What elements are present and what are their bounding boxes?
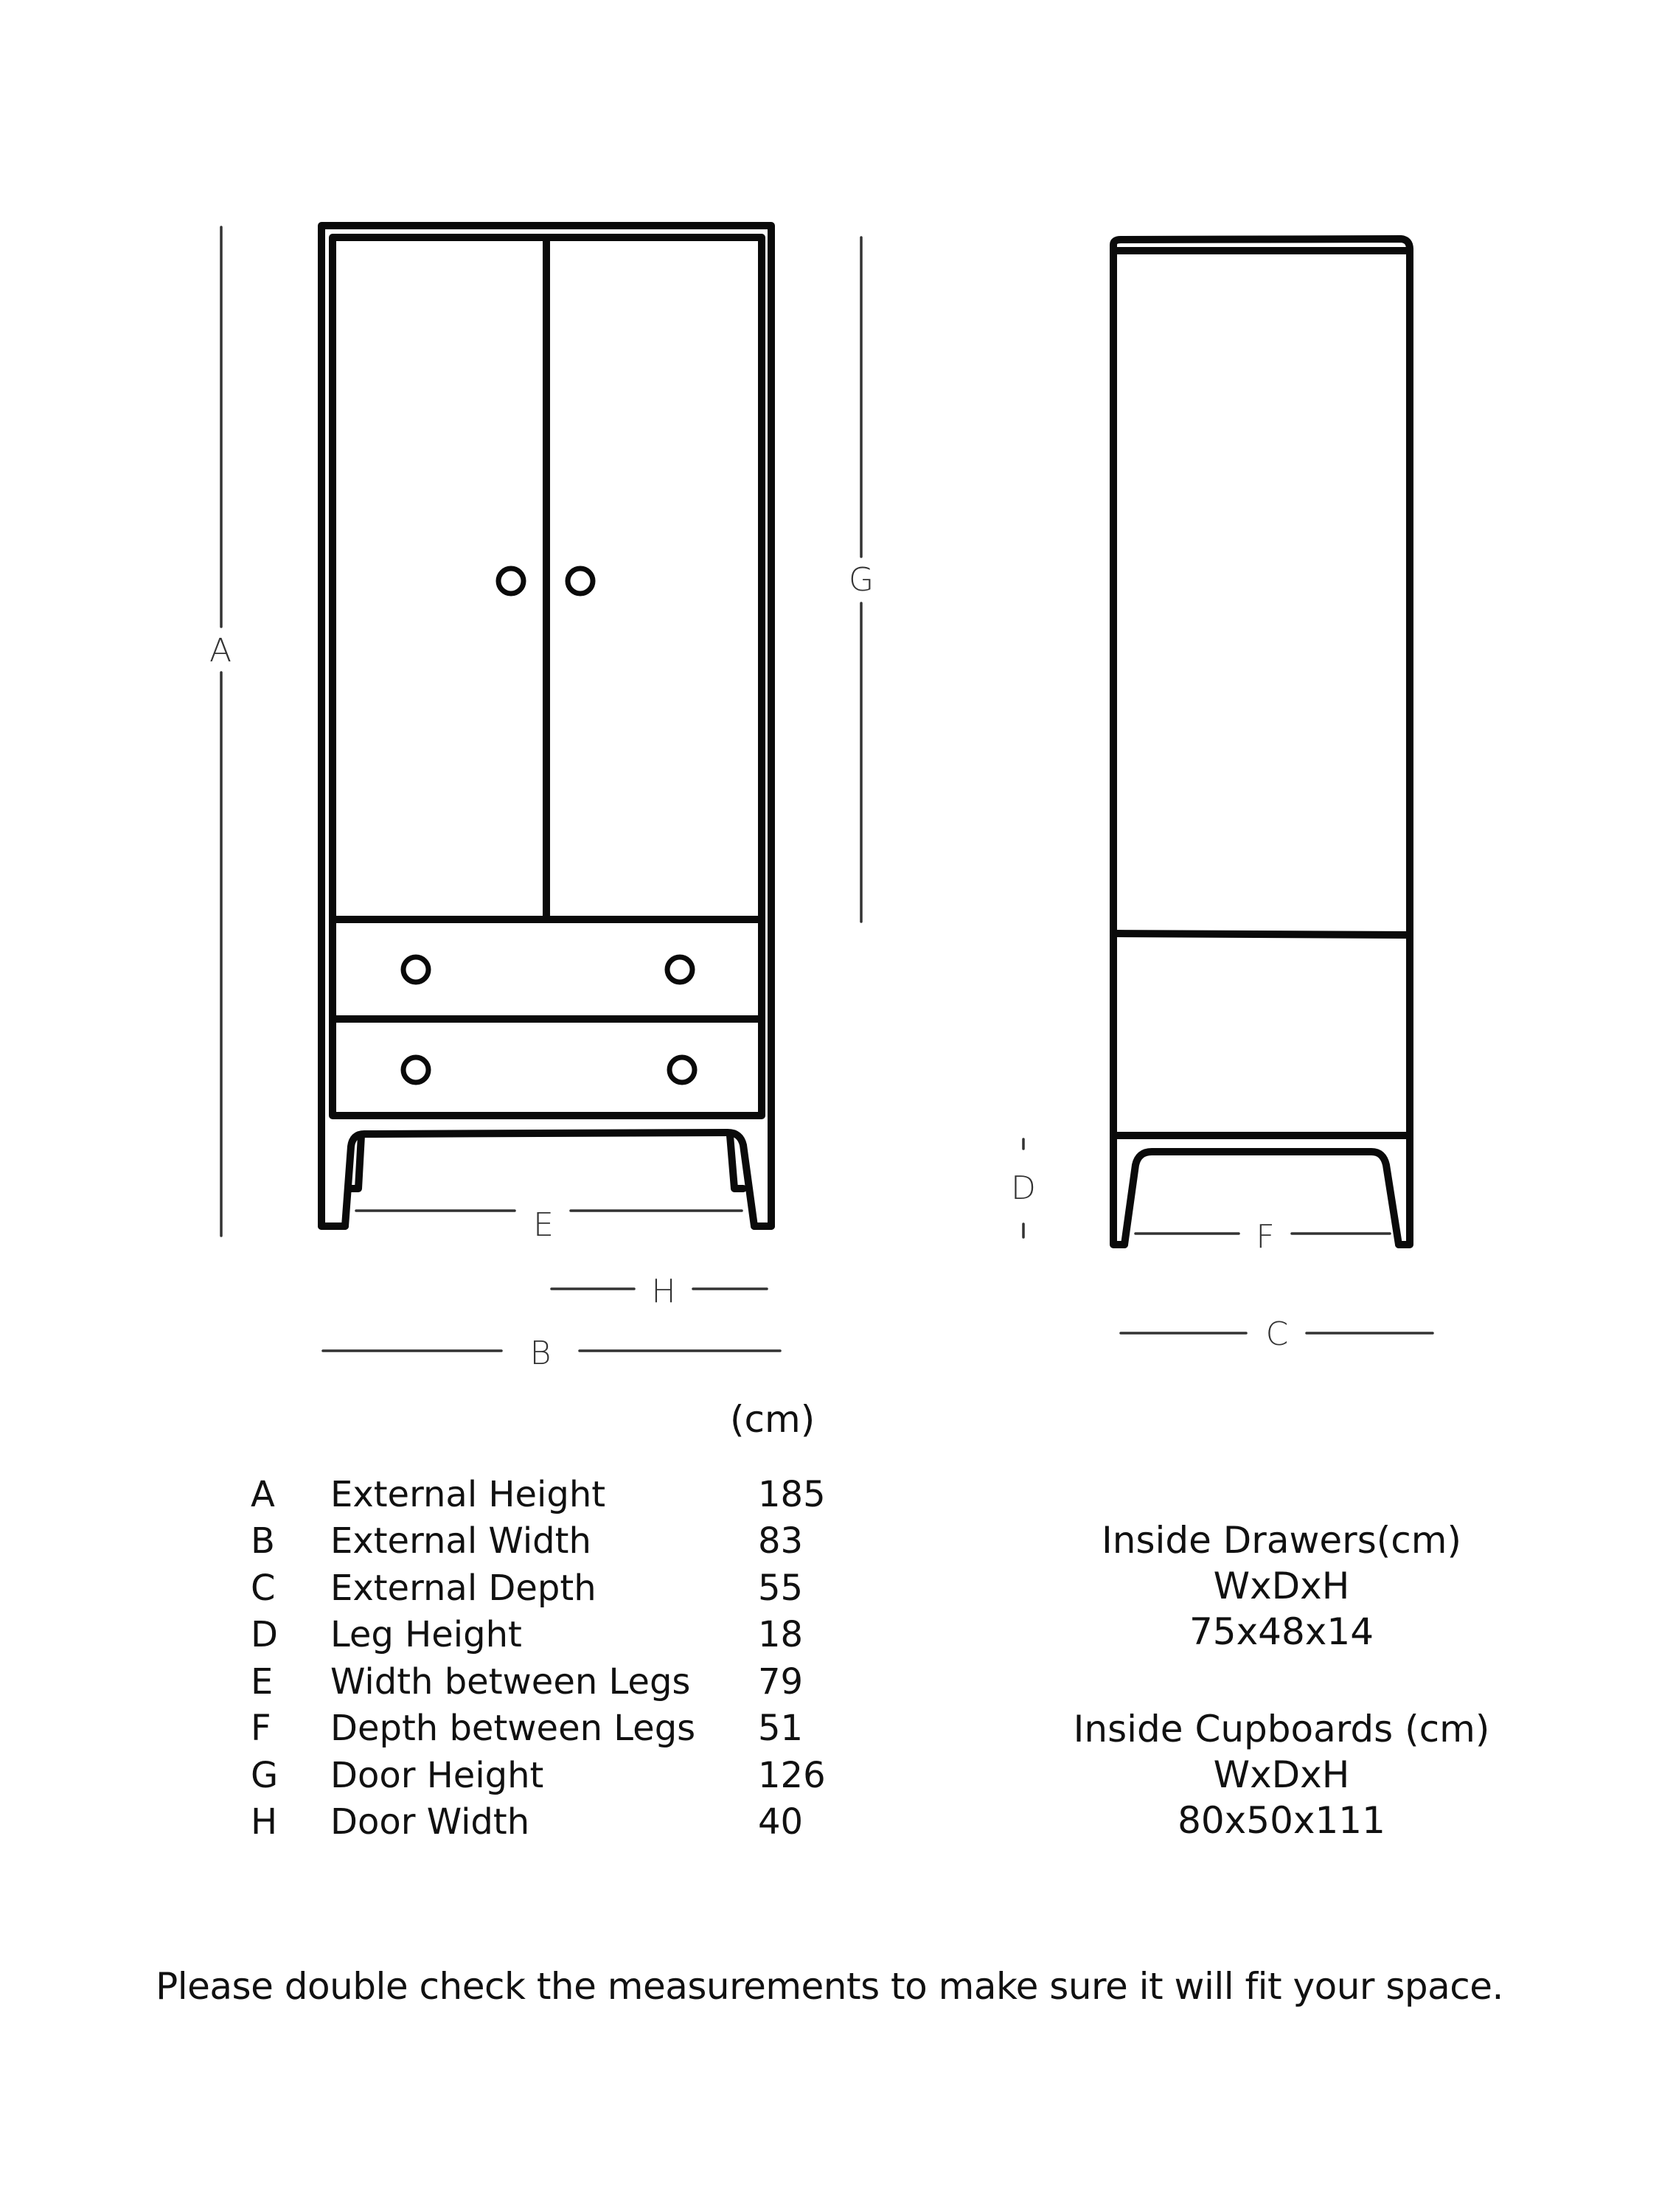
side-leg-rail bbox=[1121, 1148, 1402, 1248]
table-row: A External Height 185 bbox=[243, 1471, 846, 1518]
front-leg-rail bbox=[341, 1129, 758, 1230]
drawer1-knob-left-icon bbox=[400, 954, 431, 985]
table-row: D Leg Height 18 bbox=[243, 1612, 846, 1659]
row-label: Door Height bbox=[330, 1754, 544, 1796]
row-label: Width between Legs bbox=[330, 1660, 691, 1703]
unit-header: (cm) bbox=[730, 1398, 815, 1441]
dim-label-f: F bbox=[1256, 1218, 1275, 1256]
front-view bbox=[318, 222, 775, 1230]
row-value: 79 bbox=[758, 1660, 804, 1703]
inside-cupboards-value: 80x50x111 bbox=[1178, 1799, 1385, 1842]
inside-cupboards-title: Inside Cupboards (cm) bbox=[1073, 1708, 1490, 1750]
drawer2-knob-left-icon bbox=[400, 1054, 431, 1085]
inside-cupboards-format: WxDxH bbox=[1213, 1753, 1350, 1796]
side-drawer-divider bbox=[1110, 930, 1413, 939]
footer-note: Please double check the measurements to … bbox=[156, 1965, 1503, 2008]
front-left-leg-inner bbox=[346, 1132, 365, 1192]
table-row: F Depth between Legs 51 bbox=[243, 1705, 846, 1753]
table-row: B External Width 83 bbox=[243, 1518, 846, 1565]
front-dimension-lines bbox=[220, 226, 863, 1352]
row-letter: H bbox=[251, 1801, 278, 1843]
dim-label-g: G bbox=[848, 561, 874, 599]
row-value: 18 bbox=[758, 1614, 804, 1656]
row-letter: D bbox=[251, 1614, 278, 1656]
row-letter: B bbox=[251, 1520, 275, 1562]
dim-label-h: H bbox=[651, 1273, 676, 1310]
inside-drawers-value: 75x48x14 bbox=[1189, 1610, 1374, 1653]
row-label: External Height bbox=[330, 1473, 606, 1515]
table-row: G Door Height 126 bbox=[243, 1752, 846, 1799]
row-label: External Width bbox=[330, 1520, 591, 1562]
row-letter: E bbox=[251, 1660, 274, 1703]
dim-label-a: A bbox=[209, 632, 232, 669]
table-row: E Width between Legs 79 bbox=[243, 1658, 846, 1705]
row-letter: C bbox=[251, 1567, 276, 1609]
side-view bbox=[1110, 235, 1413, 1248]
row-value: 51 bbox=[758, 1708, 804, 1750]
row-label: Leg Height bbox=[330, 1614, 522, 1656]
inside-cupboards-block: Inside Cupboards (cm) WxDxH 80x50x111 bbox=[1074, 1706, 1490, 1843]
inside-drawers-block: Inside Drawers(cm) WxDxH 75x48x14 bbox=[1102, 1517, 1461, 1655]
row-value: 185 bbox=[758, 1473, 826, 1515]
dim-label-d: D bbox=[1011, 1169, 1036, 1207]
table-row: C External Depth 55 bbox=[243, 1565, 846, 1612]
row-label: Door Width bbox=[330, 1801, 530, 1843]
row-label: Depth between Legs bbox=[330, 1708, 696, 1750]
dim-label-c: C bbox=[1265, 1315, 1289, 1353]
door-knob-right-icon bbox=[565, 566, 596, 597]
wardrobe-dimension-drawing bbox=[220, 222, 1434, 1352]
drawer1-knob-right-icon bbox=[664, 954, 695, 985]
side-dimension-lines bbox=[1022, 1138, 1434, 1335]
dim-label-e: E bbox=[533, 1206, 554, 1244]
row-value: 40 bbox=[758, 1801, 804, 1843]
row-value: 126 bbox=[758, 1754, 826, 1796]
row-value: 83 bbox=[758, 1520, 804, 1562]
row-label: External Depth bbox=[330, 1567, 597, 1609]
side-outer-frame bbox=[1110, 246, 1413, 1248]
row-letter: F bbox=[251, 1708, 271, 1750]
row-letter: A bbox=[251, 1473, 275, 1515]
front-right-leg-inner bbox=[726, 1132, 747, 1192]
row-value: 55 bbox=[758, 1567, 804, 1609]
row-letter: G bbox=[251, 1754, 279, 1796]
dimensions-table: A External Height 185 B External Width 8… bbox=[243, 1471, 846, 1846]
door-knob-left-icon bbox=[495, 566, 526, 597]
drawer2-knob-right-icon bbox=[667, 1054, 698, 1085]
inside-drawers-format: WxDxH bbox=[1213, 1565, 1350, 1607]
dim-label-b: B bbox=[529, 1335, 552, 1372]
front-inner-frame bbox=[329, 234, 765, 1119]
table-row: H Door Width 40 bbox=[243, 1799, 846, 1846]
inside-drawers-title: Inside Drawers(cm) bbox=[1102, 1519, 1461, 1562]
side-top-cap bbox=[1110, 235, 1413, 254]
